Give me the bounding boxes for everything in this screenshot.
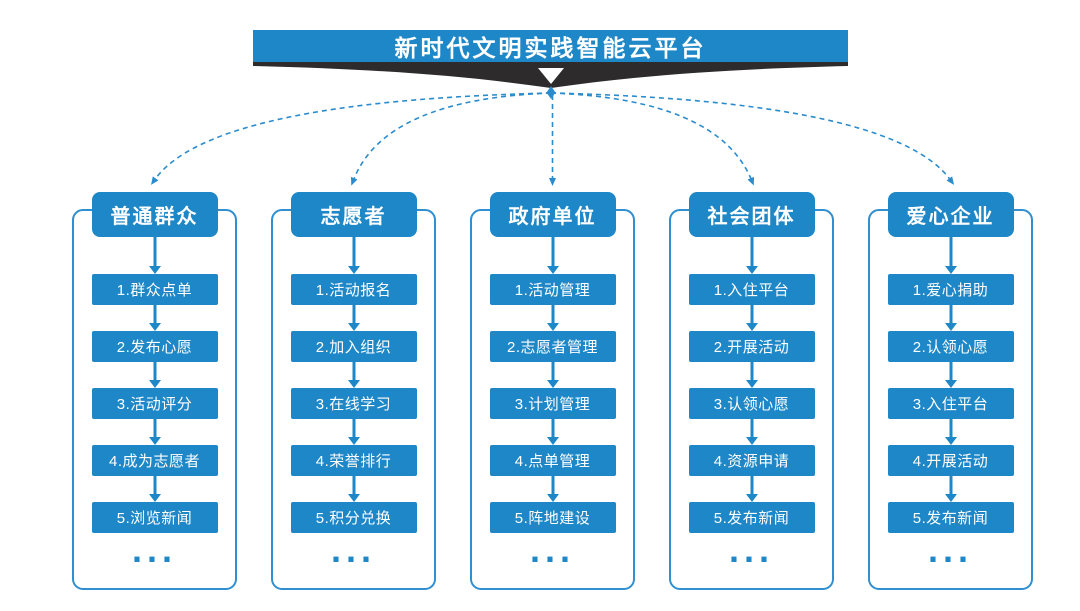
- ellipsis: ...: [927, 541, 973, 565]
- step-node: 4.开展活动: [887, 445, 1014, 476]
- connector-col5: [550, 92, 955, 185]
- step-node: 1.爱心捐助: [887, 274, 1014, 305]
- step-node: 3.计划管理: [489, 388, 616, 419]
- down-arrow: [147, 419, 163, 445]
- column-content: 社会团体 1.入住平台 2.开展活动 3.认领心愿 4.资源申请 5.发布新闻 …: [669, 192, 834, 565]
- down-arrow: [147, 305, 163, 331]
- step-node: 2.志愿者管理: [489, 331, 616, 362]
- step-node: 5.发布新闻: [688, 502, 815, 533]
- column-general-public: 普通群众 1.群众点单 2.发布心愿 3.活动评分 4.成为志愿者 5.浏览新闻…: [72, 192, 237, 592]
- column-content: 志愿者 1.活动报名 2.加入组织 3.在线学习 4.荣誉排行 5.积分兑换 .…: [271, 192, 436, 565]
- step-node: 1.活动管理: [489, 274, 616, 305]
- step-node: 4.成为志愿者: [91, 445, 218, 476]
- ellipsis: ...: [529, 541, 575, 565]
- ellipsis: ...: [728, 541, 774, 565]
- down-arrow: [545, 305, 561, 331]
- down-arrow: [744, 476, 760, 502]
- down-arrow: [545, 237, 561, 274]
- ellipsis: ...: [330, 541, 376, 565]
- column-content: 政府单位 1.活动管理 2.志愿者管理 3.计划管理 4.点单管理 5.阵地建设…: [470, 192, 635, 565]
- connector-col1: [151, 92, 552, 185]
- step-node: 4.点单管理: [489, 445, 616, 476]
- step-node: 2.加入组织: [290, 331, 417, 362]
- platform-title: 新时代文明实践智能云平台: [394, 35, 707, 61]
- down-arrow: [943, 362, 959, 388]
- step-node: 5.发布新闻: [887, 502, 1014, 533]
- down-arrow: [147, 362, 163, 388]
- down-arrow: [147, 237, 163, 274]
- step-node: 2.认领心愿: [887, 331, 1014, 362]
- column-header-social-organizations: 社会团体: [688, 192, 815, 237]
- column-caring-enterprises: 爱心企业 1.爱心捐助 2.认领心愿 3.入住平台 4.开展活动 5.发布新闻 …: [868, 192, 1033, 592]
- down-arrow: [346, 305, 362, 331]
- step-node: 3.在线学习: [290, 388, 417, 419]
- column-header-volunteers: 志愿者: [290, 192, 417, 237]
- down-arrow-icon: [538, 68, 564, 84]
- step-node: 1.入住平台: [688, 274, 815, 305]
- column-government-units: 政府单位 1.活动管理 2.志愿者管理 3.计划管理 4.点单管理 5.阵地建设…: [470, 192, 635, 592]
- column-volunteers: 志愿者 1.活动报名 2.加入组织 3.在线学习 4.荣誉排行 5.积分兑换 .…: [271, 192, 436, 592]
- down-arrow: [744, 419, 760, 445]
- down-arrow: [346, 362, 362, 388]
- step-node: 4.荣誉排行: [290, 445, 417, 476]
- down-arrow: [545, 419, 561, 445]
- connector-col4: [550, 92, 754, 186]
- step-node: 5.浏览新闻: [91, 502, 218, 533]
- step-node: 3.活动评分: [91, 388, 218, 419]
- column-content: 普通群众 1.群众点单 2.发布心愿 3.活动评分 4.成为志愿者 5.浏览新闻…: [72, 192, 237, 565]
- column-header-government-units: 政府单位: [489, 192, 616, 237]
- column-social-organizations: 社会团体 1.入住平台 2.开展活动 3.认领心愿 4.资源申请 5.发布新闻 …: [669, 192, 834, 592]
- down-arrow: [943, 419, 959, 445]
- down-arrow: [943, 237, 959, 274]
- column-header-general-public: 普通群众: [91, 192, 218, 237]
- connector-fan: [151, 86, 955, 186]
- step-node: 2.发布心愿: [91, 331, 218, 362]
- connector-col2: [350, 92, 552, 186]
- step-node: 3.入住平台: [887, 388, 1014, 419]
- down-arrow: [346, 419, 362, 445]
- ellipsis: ...: [131, 541, 177, 565]
- down-arrow: [346, 476, 362, 502]
- step-node: 5.阵地建设: [489, 502, 616, 533]
- down-arrow: [744, 237, 760, 274]
- step-node: 1.活动报名: [290, 274, 417, 305]
- column-content: 爱心企业 1.爱心捐助 2.认领心愿 3.入住平台 4.开展活动 5.发布新闻 …: [868, 192, 1033, 565]
- platform-title-banner: 新时代文明实践智能云平台: [253, 30, 848, 62]
- step-node: 5.积分兑换: [290, 502, 417, 533]
- column-header-caring-enterprises: 爱心企业: [887, 192, 1014, 237]
- down-arrow: [147, 476, 163, 502]
- down-arrow: [943, 305, 959, 331]
- down-arrow: [346, 237, 362, 274]
- step-node: 3.认领心愿: [688, 388, 815, 419]
- down-arrow: [545, 362, 561, 388]
- down-arrow: [744, 362, 760, 388]
- step-node: 4.资源申请: [688, 445, 815, 476]
- down-arrow: [545, 476, 561, 502]
- step-node: 1.群众点单: [91, 274, 218, 305]
- step-node: 2.开展活动: [688, 331, 815, 362]
- down-arrow: [943, 476, 959, 502]
- banner-ribbon-shadow: [253, 62, 848, 88]
- down-arrow: [744, 305, 760, 331]
